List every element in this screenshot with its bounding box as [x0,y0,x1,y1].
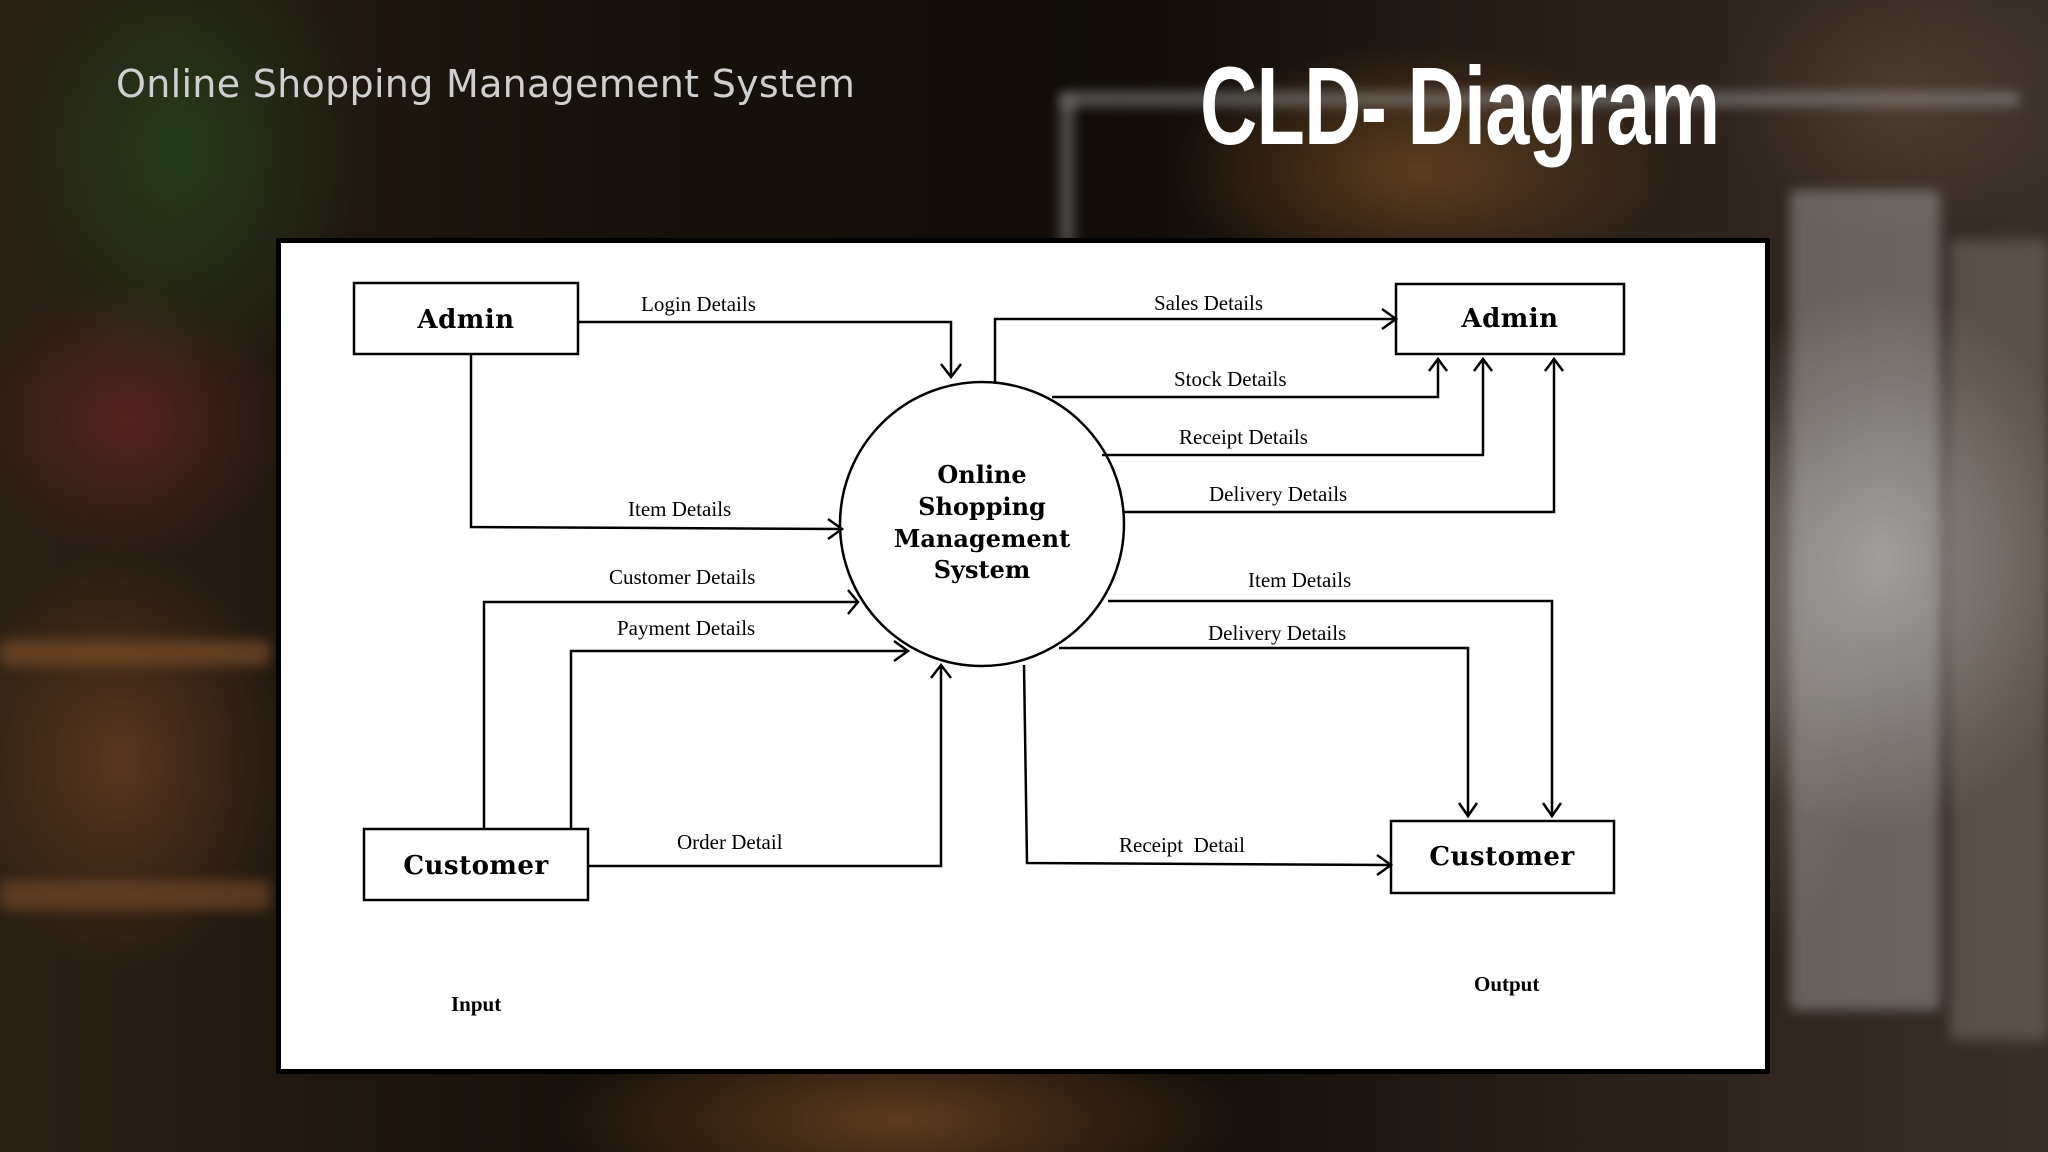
output-side-label: Output [1474,972,1539,996]
background-rail [1060,92,2020,106]
stock-details-arrow [1052,356,1448,399]
order-detail-arrow [588,662,952,868]
background-garment [1790,190,1940,1010]
receipt-details-admin-label: Receipt Details [1179,425,1308,449]
delivery-details-customer-label: Delivery Details [1208,621,1346,645]
login-details-label: Login Details [641,292,756,316]
login-details-arrow [578,320,962,380]
customer-input-label: Customer [403,851,548,881]
background-garment [1950,240,2048,1040]
input-side-label: Input [451,992,501,1016]
central-process-line-4: System [934,555,1031,584]
receipt-details-admin-arrow [1102,356,1493,457]
background-shelf [0,880,270,910]
delivery-details-customer-arrow [1059,646,1479,819]
stock-details-label: Stock Details [1174,367,1287,391]
receipt-detail-customer-label: Receipt Detail [1119,833,1245,857]
item-details-out-arrow [1108,599,1563,819]
slide-subtitle: Online Shopping Management System [116,62,856,106]
central-process-circle [838,380,1126,668]
item-details-in-arrow [469,354,845,541]
item-details-out-label: Item Details [1248,568,1351,592]
admin-input-label: Admin [416,305,514,335]
customer-details-arrow [482,589,860,829]
delivery-details-admin-label: Delivery Details [1209,482,1347,506]
payment-details-label: Payment Details [617,616,755,640]
background-shelf [0,640,270,666]
sales-details-label: Sales Details [1154,291,1263,315]
delivery-details-admin-arrow [1124,356,1564,514]
customer-output-box [1389,819,1616,895]
sales-details-arrow [993,307,1399,382]
diagram-canvas: Admin Customer Admin Customer Online Sho… [352,281,1626,1016]
order-detail-label: Order Detail [677,830,783,854]
item-details-in-label: Item Details [628,497,731,521]
slide-title: CLD- Diagram [1200,45,1720,168]
admin-output-label: Admin [1460,304,1558,334]
customer-details-label: Customer Details [609,565,755,589]
central-process-line-1: Online [937,460,1026,489]
receipt-detail-customer-arrow [1022,664,1394,877]
central-process-line-3: Management [894,524,1070,553]
background-rail [1060,96,1074,246]
customer-output-label: Customer [1429,842,1574,872]
admin-input-box [352,281,580,356]
customer-input-box [362,827,590,902]
payment-details-arrow [569,639,911,829]
context-level-diagram: Admin Customer Admin Customer Online Sho… [276,238,1770,1074]
central-process-line-2: Shopping [918,492,1046,521]
